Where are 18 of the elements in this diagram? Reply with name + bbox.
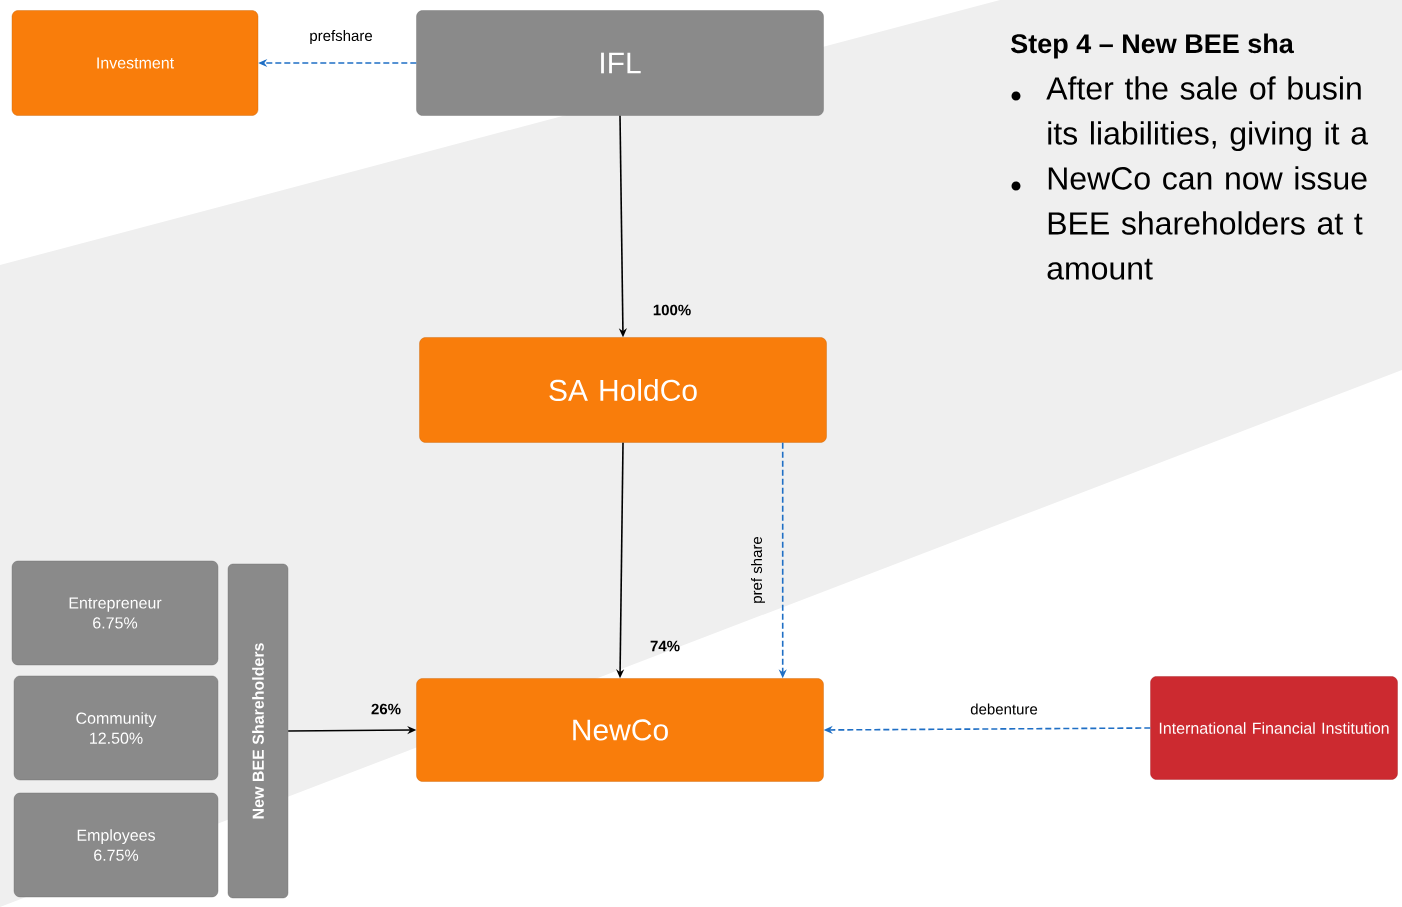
- process-box: International Financial Institution: [1150, 676, 1398, 780]
- process-box: IFL: [416, 10, 824, 116]
- edge-label: 100%: [653, 304, 691, 316]
- bullet-text: After the sale of busin its liabilities, giving it a: [1046, 76, 1369, 151]
- edge-label: pref share: [751, 536, 765, 603]
- edge-label: 26%: [371, 703, 401, 715]
- edge-label: 74%: [650, 640, 680, 652]
- edge-label: debenture: [970, 703, 1038, 715]
- shareholder-box: Community 12.50%: [13, 675, 219, 781]
- process-box: SA HoldCo: [419, 337, 827, 443]
- process-box: NewCo: [416, 678, 824, 782]
- group-bar: New BEE Shareholders: [227, 563, 289, 899]
- edge-label: prefshare: [310, 30, 372, 44]
- bullet-text: NewCo can now issue BEE shareholders at t amount: [1047, 166, 1367, 280]
- shareholder-box: Employees 6.75%: [13, 792, 219, 898]
- heading: Step 4 – New BEE sha: [1011, 33, 1294, 59]
- shareholder-box: Entrepreneur 6.75%: [11, 560, 219, 666]
- process-box: Investment: [11, 10, 259, 116]
